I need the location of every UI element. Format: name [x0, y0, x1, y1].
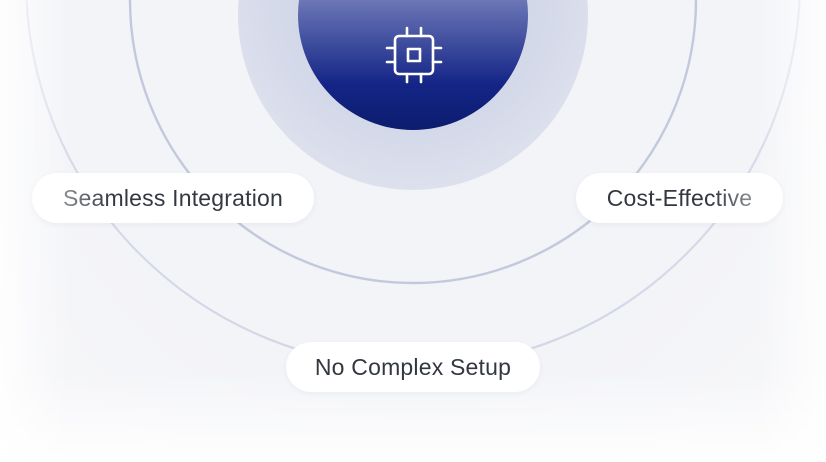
- feature-pill-seamless-integration: Seamless Integration: [32, 173, 314, 223]
- feature-label: No Complex Setup: [314, 353, 512, 380]
- feature-label: Cost-Effective: [606, 184, 753, 211]
- feature-label: Seamless Integration: [62, 184, 284, 211]
- feature-pill-cost-effective: Cost-Effective: [576, 173, 783, 223]
- feature-pill-no-complex-setup: No Complex Setup: [286, 342, 540, 392]
- cpu-chip-icon: [385, 26, 443, 84]
